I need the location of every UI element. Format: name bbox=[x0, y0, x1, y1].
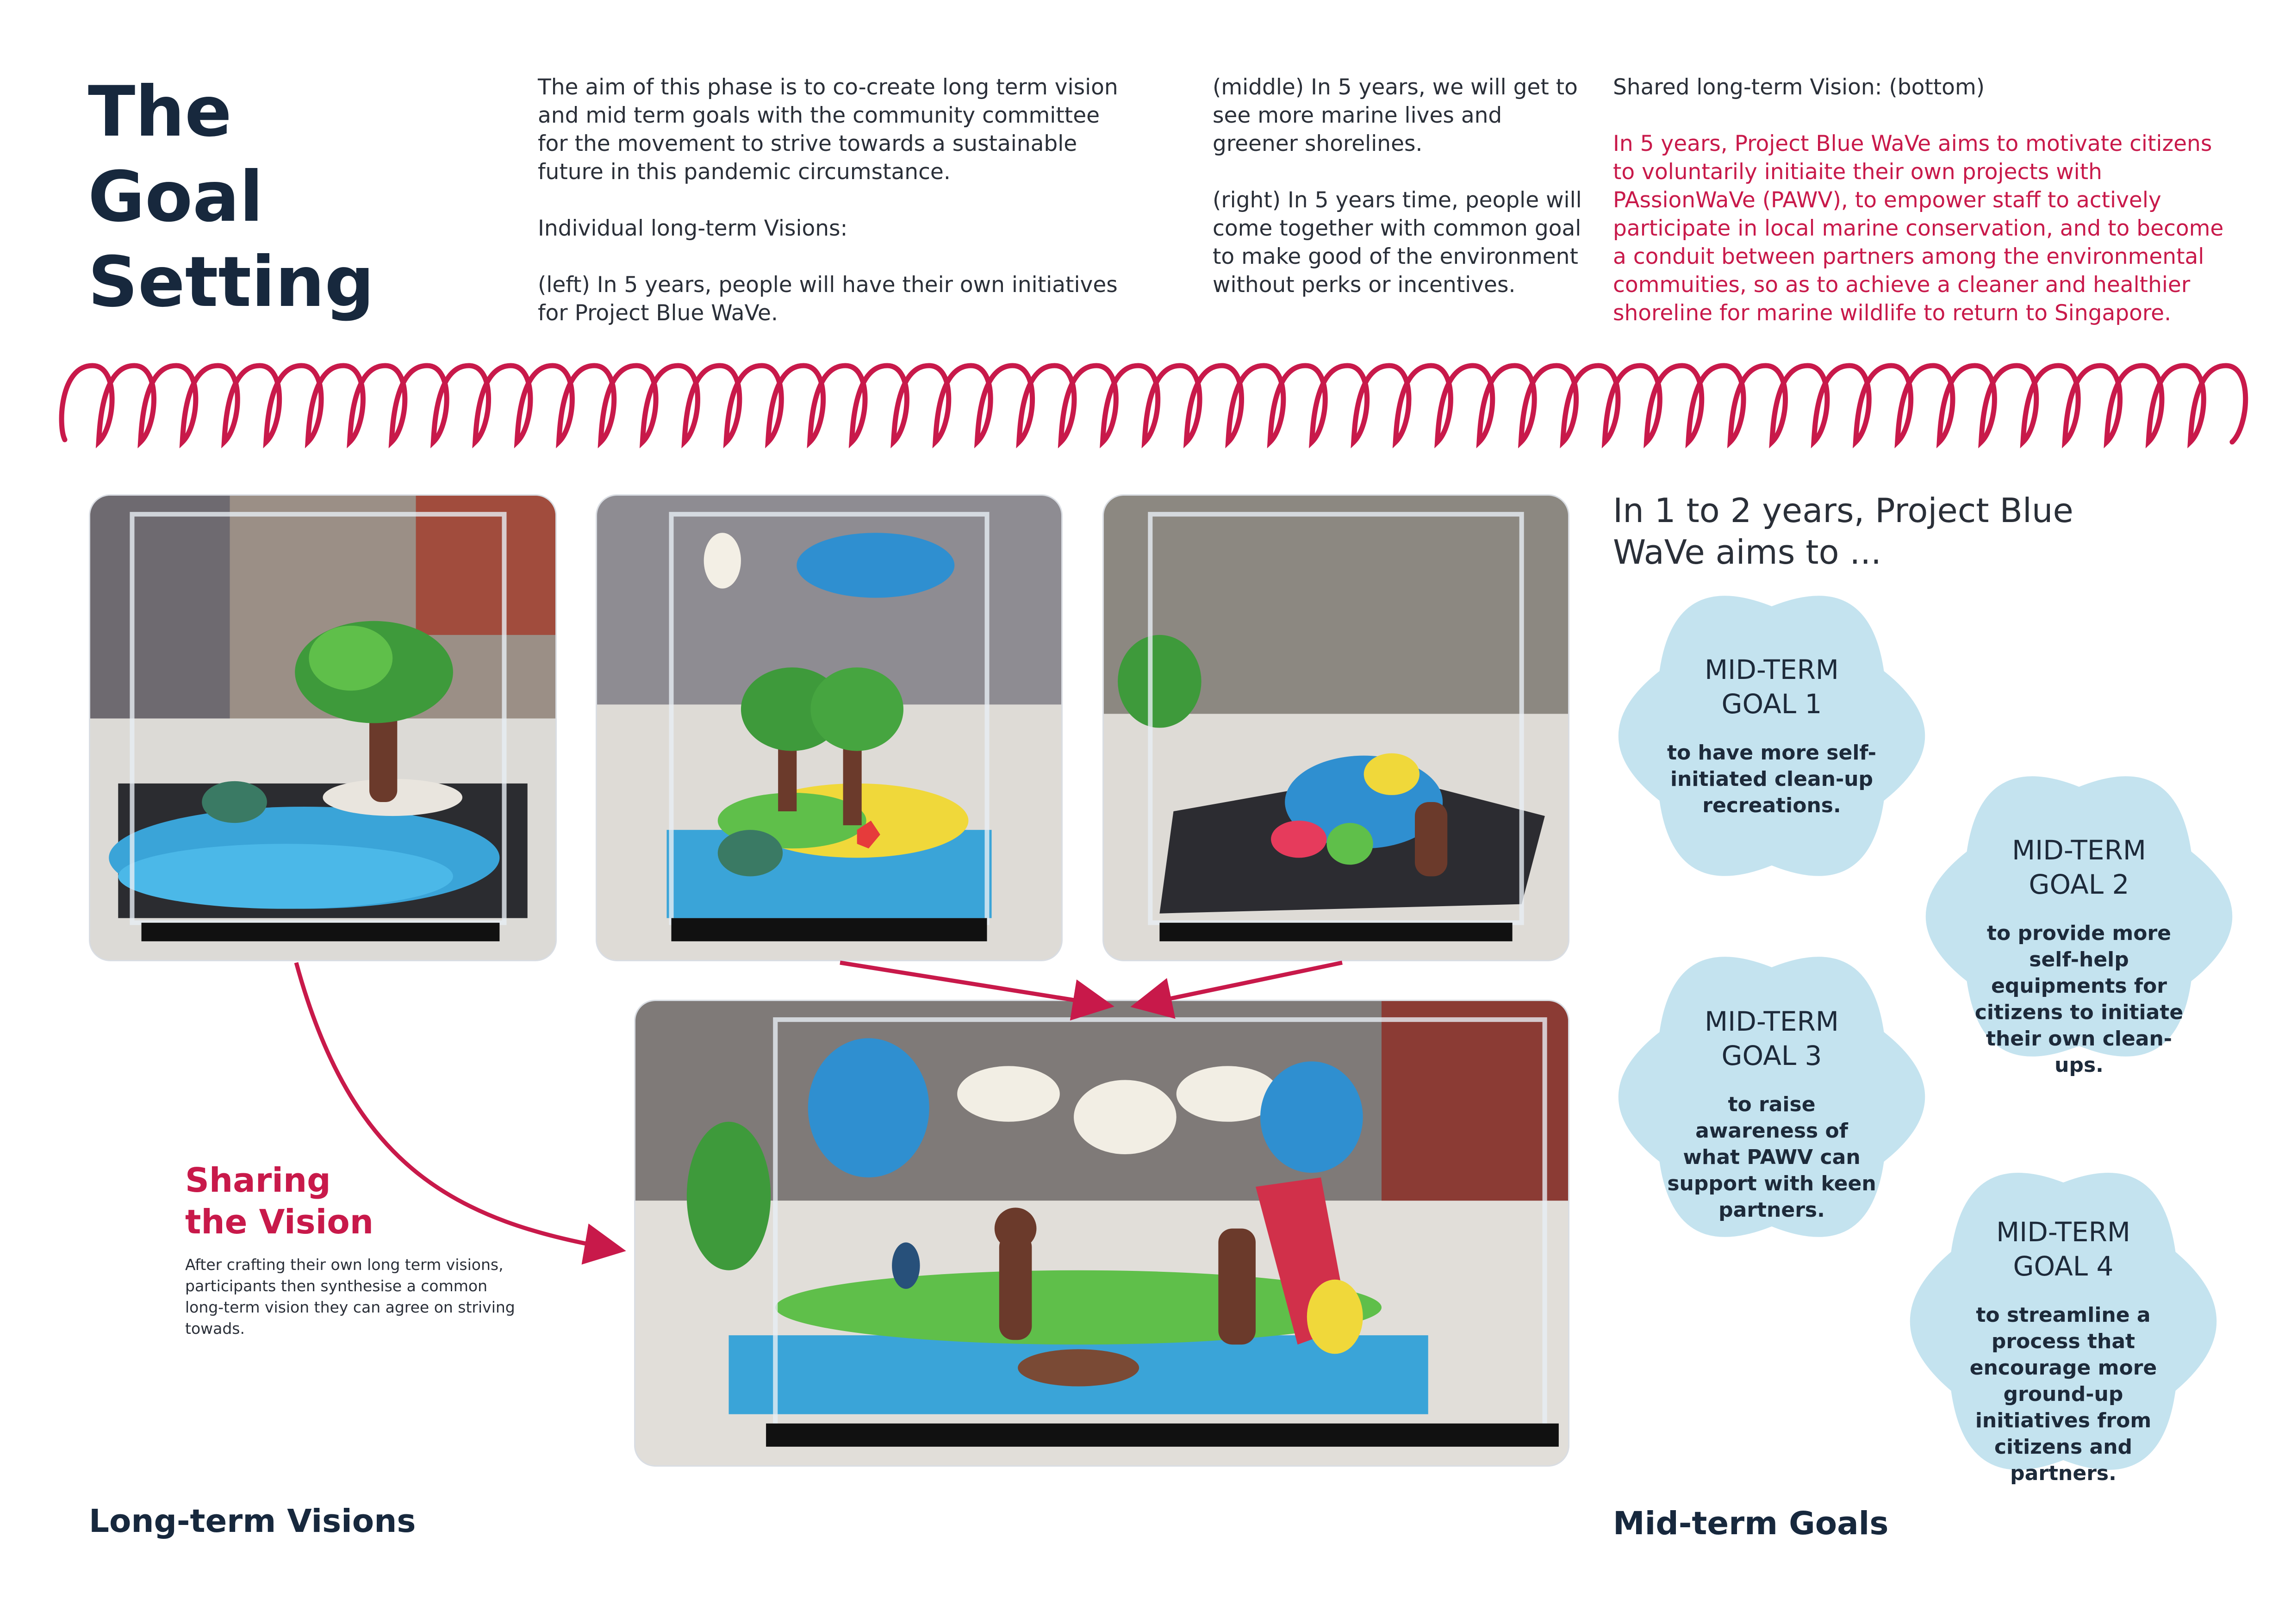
arrow-right-to-shared bbox=[1130, 960, 1343, 1019]
page-title: The Goal Setting bbox=[88, 69, 412, 325]
cloud-shape-icon bbox=[1618, 596, 1925, 876]
goal-3-text: to raise awareness of what PAWV can supp… bbox=[1667, 1093, 1876, 1222]
photo-middle-vision bbox=[596, 494, 1063, 961]
goal-3-title-line-1: MID-TERM bbox=[1705, 1006, 1839, 1037]
goal-cloud-2: MID-TERM GOAL 2 to provide more self-hel… bbox=[1917, 754, 2241, 1078]
left-vision-text: (left) In 5 years, people will have thei… bbox=[538, 272, 1118, 326]
goal-2-title-line-1: MID-TERM bbox=[2012, 834, 2146, 866]
cloud-shape-icon bbox=[1925, 776, 2233, 1057]
goal-3-title-line-2: GOAL 3 bbox=[1721, 1040, 1822, 1071]
goal-2-content: MID-TERM GOAL 2 to provide more self-hel… bbox=[1917, 833, 2241, 1078]
goal-4-title-line-1: MID-TERM bbox=[1996, 1216, 2130, 1248]
spiral-divider bbox=[59, 363, 2248, 448]
goal-cloud-1: MID-TERM GOAL 1 to have more self-initia… bbox=[1610, 574, 1934, 898]
cloud-shape-icon bbox=[1618, 957, 1925, 1237]
shared-vision-heading: Shared long-term Vision: (bottom) bbox=[1613, 75, 1985, 100]
sharing-description: After crafting their own long term visio… bbox=[185, 1256, 515, 1338]
intro-column: The aim of this phase is to co-create lo… bbox=[538, 73, 1130, 327]
arrow-middle-to-shared bbox=[840, 960, 1114, 1021]
individual-visions-heading: Individual long-term Visions: bbox=[538, 216, 848, 241]
goal-4-title-line-2: GOAL 4 bbox=[2013, 1251, 2114, 1282]
visions-column: (middle) In 5 years, we will get to see … bbox=[1213, 73, 1583, 299]
right-vision-text: (right) In 5 years time, people will com… bbox=[1213, 187, 1582, 298]
goal-3-content: MID-TERM GOAL 3 to raise awareness of wh… bbox=[1610, 1004, 1934, 1223]
photo-shared-vision bbox=[634, 1000, 1569, 1467]
sharing-heading-line-1: Sharing bbox=[185, 1161, 331, 1200]
goal-1-title-line-2: GOAL 1 bbox=[1721, 688, 1822, 720]
goal-cloud-4: MID-TERM GOAL 4 to streamline a process … bbox=[1901, 1150, 2225, 1493]
goals-intro: In 1 to 2 years, Project Blue WaVe aims … bbox=[1613, 491, 2073, 572]
goal-1-title-line-1: MID-TERM bbox=[1705, 654, 1839, 685]
cloud-shape-icon bbox=[1910, 1172, 2217, 1470]
title-line-2: Goal bbox=[88, 157, 263, 237]
goal-4-text: to streamline a process that encourage m… bbox=[1969, 1303, 2157, 1485]
photo-right-vision bbox=[1102, 494, 1569, 961]
title-line-3: Setting bbox=[88, 242, 374, 323]
middle-vision-text: (middle) In 5 years, we will get to see … bbox=[1213, 75, 1578, 156]
shared-vision-column: Shared long-term Vision: (bottom) In 5 y… bbox=[1613, 73, 2224, 327]
photo-left-vision bbox=[89, 494, 557, 961]
label-long-term-visions: Long-term Visions bbox=[89, 1503, 416, 1540]
goal-2-title-line-2: GOAL 2 bbox=[2029, 869, 2129, 900]
goal-1-content: MID-TERM GOAL 1 to have more self-initia… bbox=[1610, 653, 1934, 819]
goal-2-text: to provide more self-help equipments for… bbox=[1974, 921, 2184, 1077]
goal-4-content: MID-TERM GOAL 4 to streamline a process … bbox=[1901, 1215, 2225, 1487]
aim-paragraph: The aim of this phase is to co-create lo… bbox=[538, 75, 1118, 185]
shared-vision-text: In 5 years, Project Blue WaVe aims to mo… bbox=[1613, 131, 2224, 326]
label-mid-term-goals: Mid-term Goals bbox=[1613, 1505, 1889, 1542]
sharing-heading: Sharing the Vision bbox=[185, 1159, 463, 1243]
title-line-1: The bbox=[88, 72, 232, 152]
goal-cloud-3: MID-TERM GOAL 3 to raise awareness of wh… bbox=[1610, 935, 1934, 1259]
sharing-heading-line-2: the Vision bbox=[185, 1202, 374, 1241]
goal-1-text: to have more self-initiated clean-up rec… bbox=[1667, 741, 1877, 817]
